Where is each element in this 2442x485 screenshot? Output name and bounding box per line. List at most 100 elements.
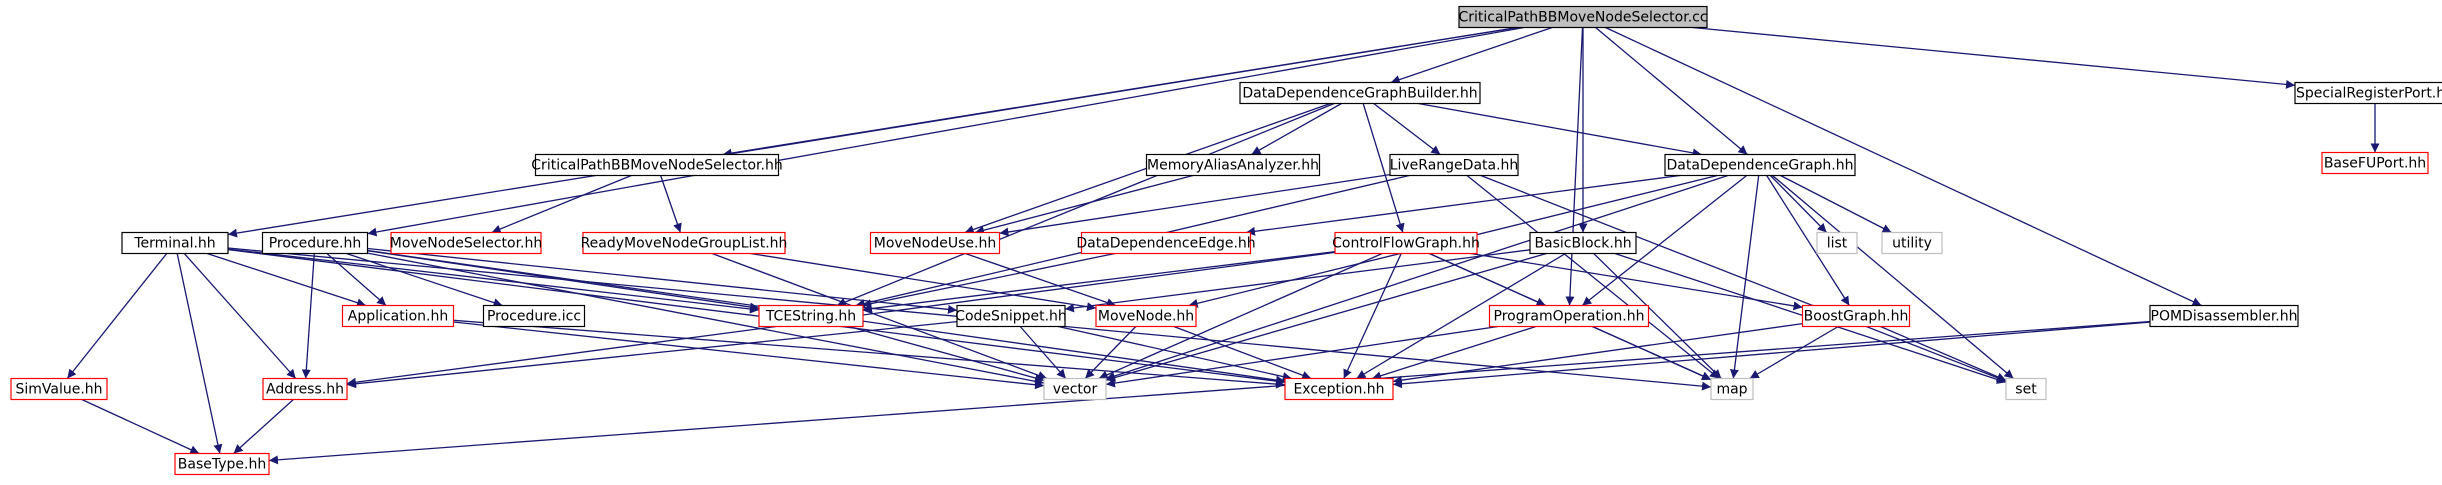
edge-bg-to-exc [1392, 322, 1803, 385]
node-label: Procedure.hh [269, 236, 362, 252]
edge-ddgb-to-cfg [1362, 103, 1405, 233]
edge-mn-to-exc [1173, 325, 1312, 380]
node-sim[interactable]: SimValue.hh [10, 377, 108, 401]
node-mns[interactable]: MoveNodeSelector.hh [390, 231, 543, 255]
node-label: Terminal.hh [133, 236, 215, 252]
edge-line [965, 252, 1116, 307]
edge-line [1362, 103, 1405, 233]
edge-line [1749, 325, 1839, 380]
node-proc[interactable]: Procedure.hh [261, 231, 369, 255]
node-cs[interactable]: CodeSnippet.hh [955, 304, 1067, 328]
edge-root-to-pomd [1605, 26, 2202, 307]
edge-line [176, 253, 223, 454]
edge-ddg-to-vector [1105, 174, 1729, 381]
edge-cphh-to-rmngl [659, 175, 682, 233]
edge-line [346, 320, 958, 389]
edge-lrd-to-set [1480, 174, 2007, 383]
node-box [174, 452, 270, 476]
edge-po-to-vector [1105, 325, 1498, 388]
edge-ddg-to-dde [1245, 174, 1681, 236]
edge-bb-to-map [1593, 253, 1722, 379]
edge-line [1371, 325, 1537, 381]
node-label: CriticalPathBBMoveNodeSelector.hh [531, 158, 782, 174]
node-box [1881, 231, 1943, 255]
node-addr[interactable]: Address.hh [262, 377, 348, 401]
edge-proc-to-cs [367, 247, 958, 314]
node-box [2149, 304, 2299, 328]
edge-term-to-tce [227, 248, 760, 314]
node-mnu[interactable]: MoveNodeUse.hh [869, 231, 1001, 255]
node-bt[interactable]: BaseType.hh [174, 452, 270, 476]
node-label: Address.hh [266, 382, 344, 398]
edge-term-to-bt [176, 253, 223, 454]
node-box [1529, 231, 1637, 255]
edge-line [750, 252, 1097, 312]
node-set: set [2005, 377, 2047, 401]
edge-cphh-to-mns [491, 174, 632, 234]
node-box [2005, 377, 2047, 401]
node-label: ControlFlowGraph.hh [1332, 236, 1480, 252]
edge-line [1418, 102, 1702, 158]
edge-cfg-to-exc [1343, 253, 1402, 379]
edge-addr-to-bt [233, 399, 294, 454]
node-rmngl[interactable]: ReadyMoveNodeGroupList.hh [581, 231, 788, 255]
edge-bg-to-set [1880, 325, 2007, 381]
edge-pomd-to-bt [268, 320, 2151, 465]
edge-line [1251, 102, 1342, 156]
edge-line [1480, 174, 2007, 383]
node-cfg[interactable]: ControlFlowGraph.hh [1332, 231, 1480, 255]
node-exc[interactable]: Exception.hh [1284, 377, 1394, 401]
edge-line [1470, 252, 1803, 311]
node-label: map [1716, 382, 1747, 398]
node-dde[interactable]: DataDependenceEdge.hh [1076, 231, 1256, 255]
edge-root-to-proc [367, 26, 1525, 237]
node-mn[interactable]: MoveNode.hh [1095, 304, 1197, 328]
edge-line [1581, 174, 1748, 307]
node-box [1389, 153, 1519, 177]
node-label: list [1827, 236, 1848, 252]
edge-line [1105, 174, 1729, 381]
node-ddg[interactable]: DataDependenceGraph.hh [1664, 153, 1856, 177]
edge-line [1105, 252, 1547, 382]
edge-line [1592, 325, 1712, 381]
edge-line [1729, 175, 1760, 379]
node-tce[interactable]: TCEString.hh [758, 304, 864, 328]
edge-mnu-to-mn [965, 252, 1116, 307]
node-pomd[interactable]: POMDisassembler.hh [2149, 304, 2299, 328]
node-box [121, 231, 229, 255]
node-term[interactable]: Terminal.hh [121, 231, 229, 255]
edge-line [1084, 326, 1137, 379]
edge-line [1064, 249, 1531, 313]
edge-root-to-srp [1692, 26, 2296, 89]
edge-bb-to-cs [1064, 249, 1531, 313]
edge-line [206, 252, 367, 307]
node-ddgb[interactable]: DataDependenceGraphBuilder.hh [1239, 81, 1481, 105]
edge-line [81, 398, 200, 455]
edge-term-to-exc [227, 248, 1286, 386]
node-app[interactable]: Application.hh [341, 304, 455, 328]
node-box [390, 231, 542, 255]
node-po[interactable]: ProgramOperation.hh [1488, 304, 1650, 328]
edge-cs-to-addr [346, 320, 958, 389]
edge-line [836, 102, 1335, 307]
node-box [2321, 151, 2429, 175]
node-picc[interactable]: Procedure.icc [482, 304, 586, 328]
edge-proc-to-app [326, 253, 387, 306]
node-cphh[interactable]: CriticalPathBBMoveNodeSelector.hh [531, 153, 783, 177]
edge-line [233, 399, 294, 454]
node-maa[interactable]: MemoryAliasAnalyzer.hh [1145, 153, 1321, 177]
node-bg[interactable]: BoostGraph.hh [1801, 304, 1911, 328]
node-lrd[interactable]: LiveRangeData.hh [1389, 153, 1519, 177]
edge-line [974, 174, 1194, 235]
node-srp[interactable]: SpecialRegisterPort.hh [2294, 81, 2442, 105]
edge-line [367, 252, 1045, 386]
node-bfu[interactable]: BaseFUPort.hh [2321, 151, 2429, 175]
node-root: CriticalPathBBMoveNodeSelector.cc [1458, 5, 1708, 29]
edge-line [659, 175, 682, 233]
node-utility: utility [1881, 231, 1943, 255]
edge-line [453, 321, 1045, 390]
node-bb[interactable]: BasicBlock.hh [1529, 231, 1637, 255]
node-label: DataDependenceGraph.hh [1666, 158, 1853, 174]
edge-cfg-to-bg [1470, 252, 1803, 311]
edge-ddg-to-po [1581, 174, 1748, 307]
